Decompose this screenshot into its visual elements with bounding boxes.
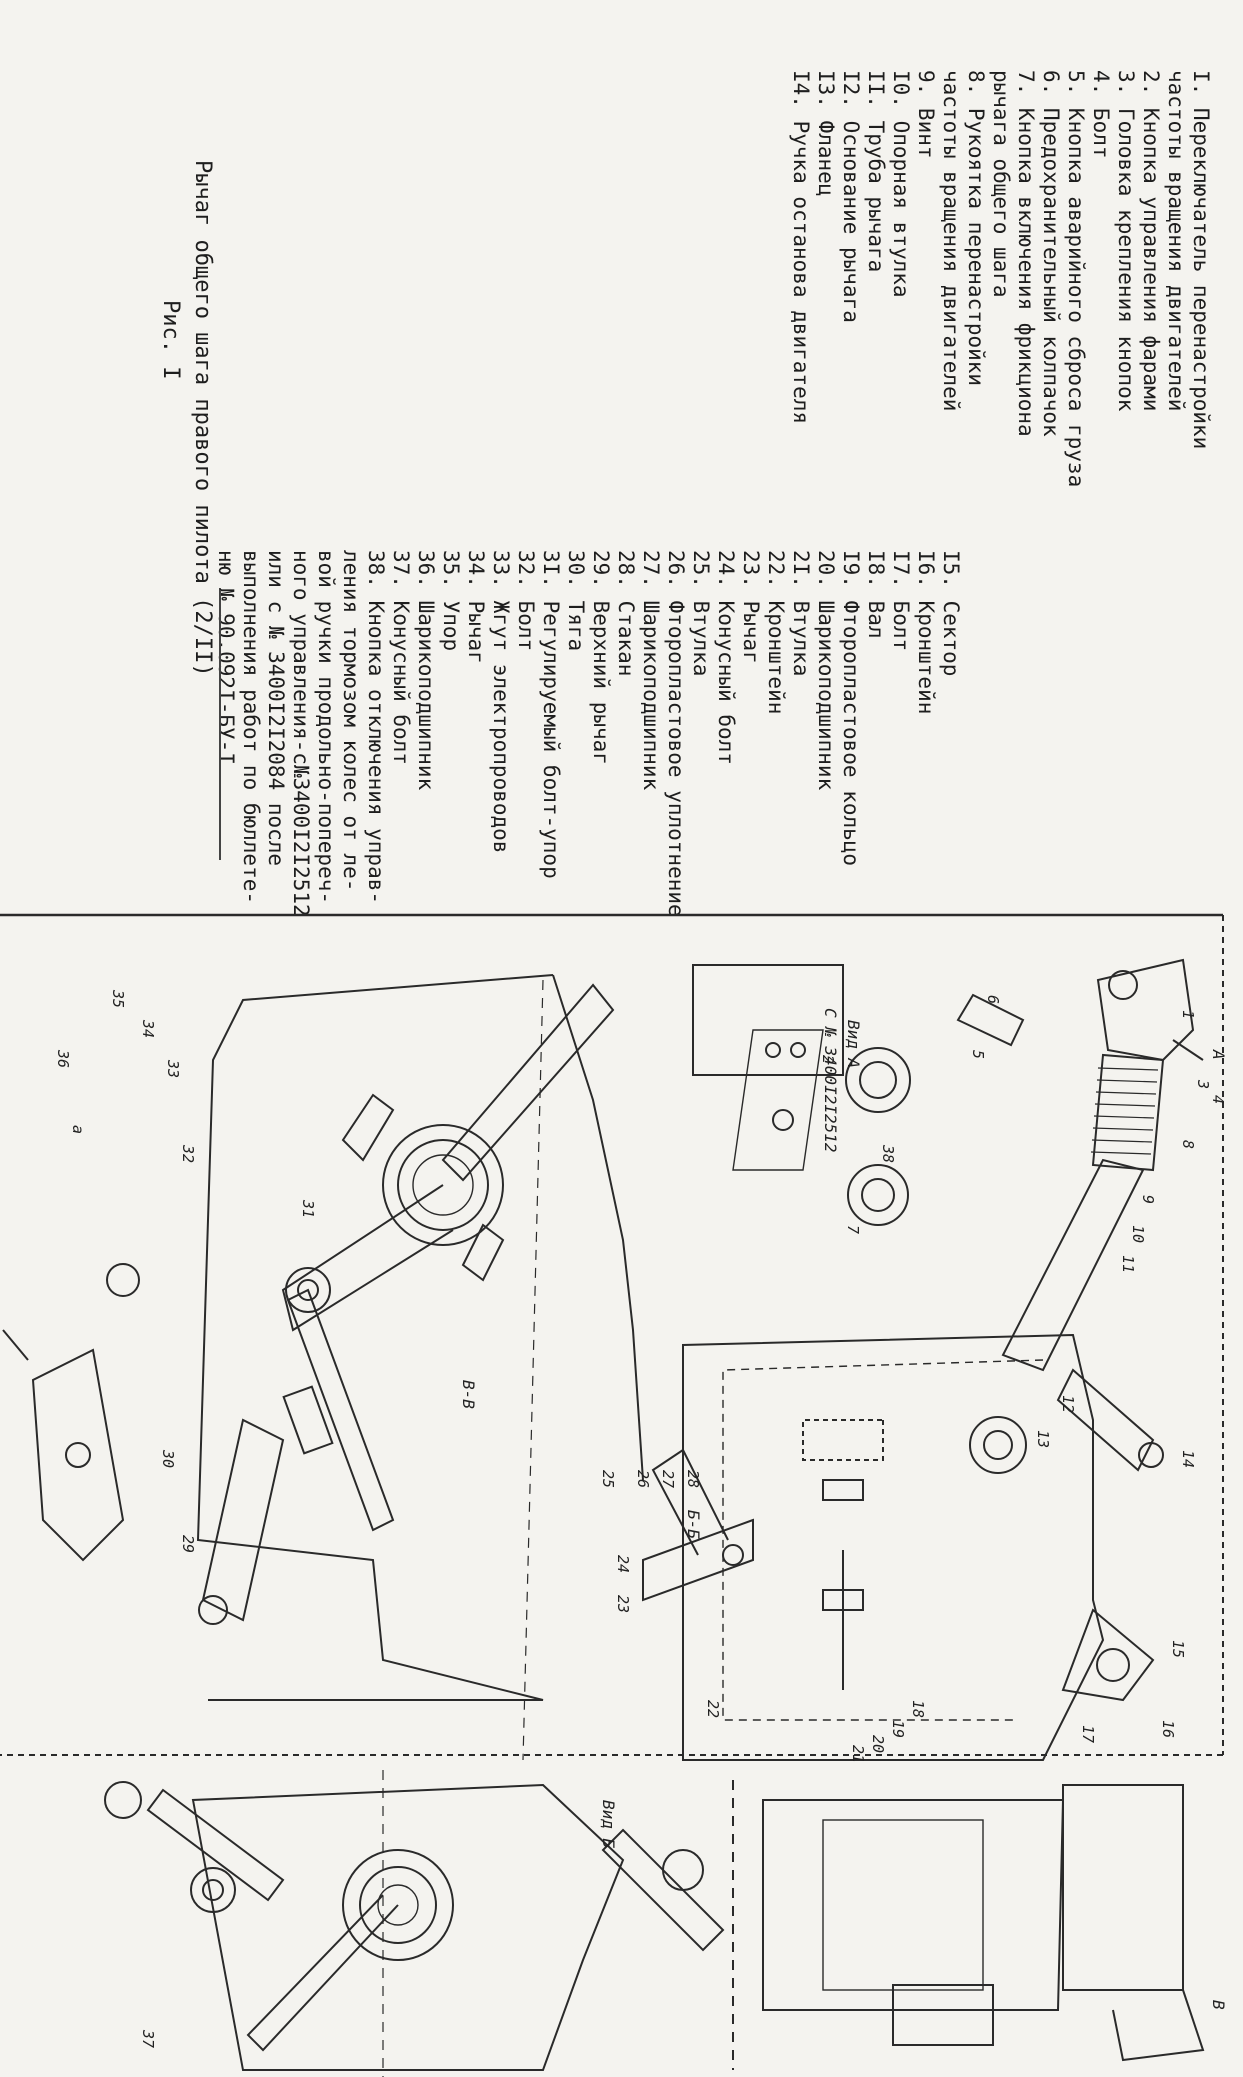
callout-34: 34 xyxy=(139,1019,157,1038)
lever-housing xyxy=(682,1333,1105,1761)
callout-19: 19 xyxy=(889,1720,907,1738)
adjustable-stop-31 xyxy=(341,1093,395,1162)
view-a-detail xyxy=(692,964,1025,1226)
bearing-27 xyxy=(822,1479,864,1501)
callout-25: 25 xyxy=(599,1470,617,1488)
tube-11-section xyxy=(441,983,615,1182)
section-vv xyxy=(2,974,644,1761)
callout-20: 20 xyxy=(869,1735,887,1753)
sector-15 xyxy=(1061,1608,1155,1702)
bearing-20 xyxy=(822,1589,864,1611)
callout-15: 15 xyxy=(1169,1640,1187,1658)
callout-a: а xyxy=(69,1125,87,1134)
callout-26: 26 xyxy=(634,1470,652,1488)
serial-number: С № 3400I2I2512 xyxy=(821,1008,840,1153)
callout-1: 1 xyxy=(1179,1010,1197,1019)
callout-9: 9 xyxy=(1139,1195,1157,1204)
callout-24: 24 xyxy=(614,1555,632,1573)
callout-30: 30 xyxy=(159,1449,177,1468)
drawing-labels: Вид А С № 3400I2I2512 Б-Б В-В Вид Б В А … xyxy=(54,989,1228,2048)
callout-12: 12 xyxy=(1059,1395,1077,1413)
callout-8: 8 xyxy=(1179,1140,1197,1149)
lever-23 xyxy=(642,1518,754,1602)
callout-6: 6 xyxy=(984,995,1002,1004)
callout-29: 29 xyxy=(179,1535,197,1553)
callout-5: 5 xyxy=(969,1050,987,1059)
callout-13: 13 xyxy=(1034,1430,1052,1448)
callout-36: 36 xyxy=(54,1049,72,1068)
callout-23: 23 xyxy=(614,1595,632,1613)
callout-37: 37 xyxy=(139,2029,157,2048)
engine-stop-knob xyxy=(1056,1368,1155,1472)
view-b-detail xyxy=(104,1770,625,2077)
section-vv-label: В-В xyxy=(459,1380,478,1409)
grip xyxy=(1091,1053,1165,1172)
callout-28: 28 xyxy=(684,1470,702,1488)
upper-lever-29 xyxy=(201,1418,285,1622)
hub-32 xyxy=(382,1124,504,1246)
side-view-upper xyxy=(601,1780,1205,2070)
marker-a-label: А xyxy=(1209,1049,1228,1060)
view-a-title: Вид А xyxy=(844,1020,863,1068)
callout-31: 31 xyxy=(299,1199,317,1218)
callout-27: 27 xyxy=(659,1470,677,1488)
callout-18: 18 xyxy=(909,1700,927,1718)
callout-11: 11 xyxy=(1119,1255,1137,1273)
callout-38: 38 xyxy=(879,1144,897,1163)
callout-16: 16 xyxy=(1159,1720,1177,1738)
callout-32: 32 xyxy=(179,1144,197,1163)
rod-30 xyxy=(286,1288,395,1532)
flange-13 xyxy=(969,1416,1027,1474)
view-b-label: Вид Б xyxy=(599,1800,618,1849)
callout-10: 10 xyxy=(1129,1225,1147,1243)
callout-22: 22 xyxy=(704,1700,722,1718)
callout-35: 35 xyxy=(109,989,127,1008)
callout-21: 21 xyxy=(849,1745,867,1763)
callout-3: 3 xyxy=(1194,1079,1212,1089)
button-bolt xyxy=(1108,970,1138,1000)
lever-tube xyxy=(1001,1158,1145,1372)
lever-assembly-upper xyxy=(642,958,1204,1761)
callout-2: 2 xyxy=(819,1055,837,1064)
marker-v-label: В xyxy=(1209,2000,1228,2010)
callout-7: 7 xyxy=(844,1225,862,1234)
callout-17: 17 xyxy=(1079,1725,1097,1743)
callout-14: 14 xyxy=(1179,1450,1197,1468)
callout-4: 4 xyxy=(1209,1095,1227,1104)
bearing-36 xyxy=(106,1263,140,1297)
section-bb-label: Б-Б xyxy=(684,1510,703,1539)
callout-33: 33 xyxy=(164,1059,182,1078)
